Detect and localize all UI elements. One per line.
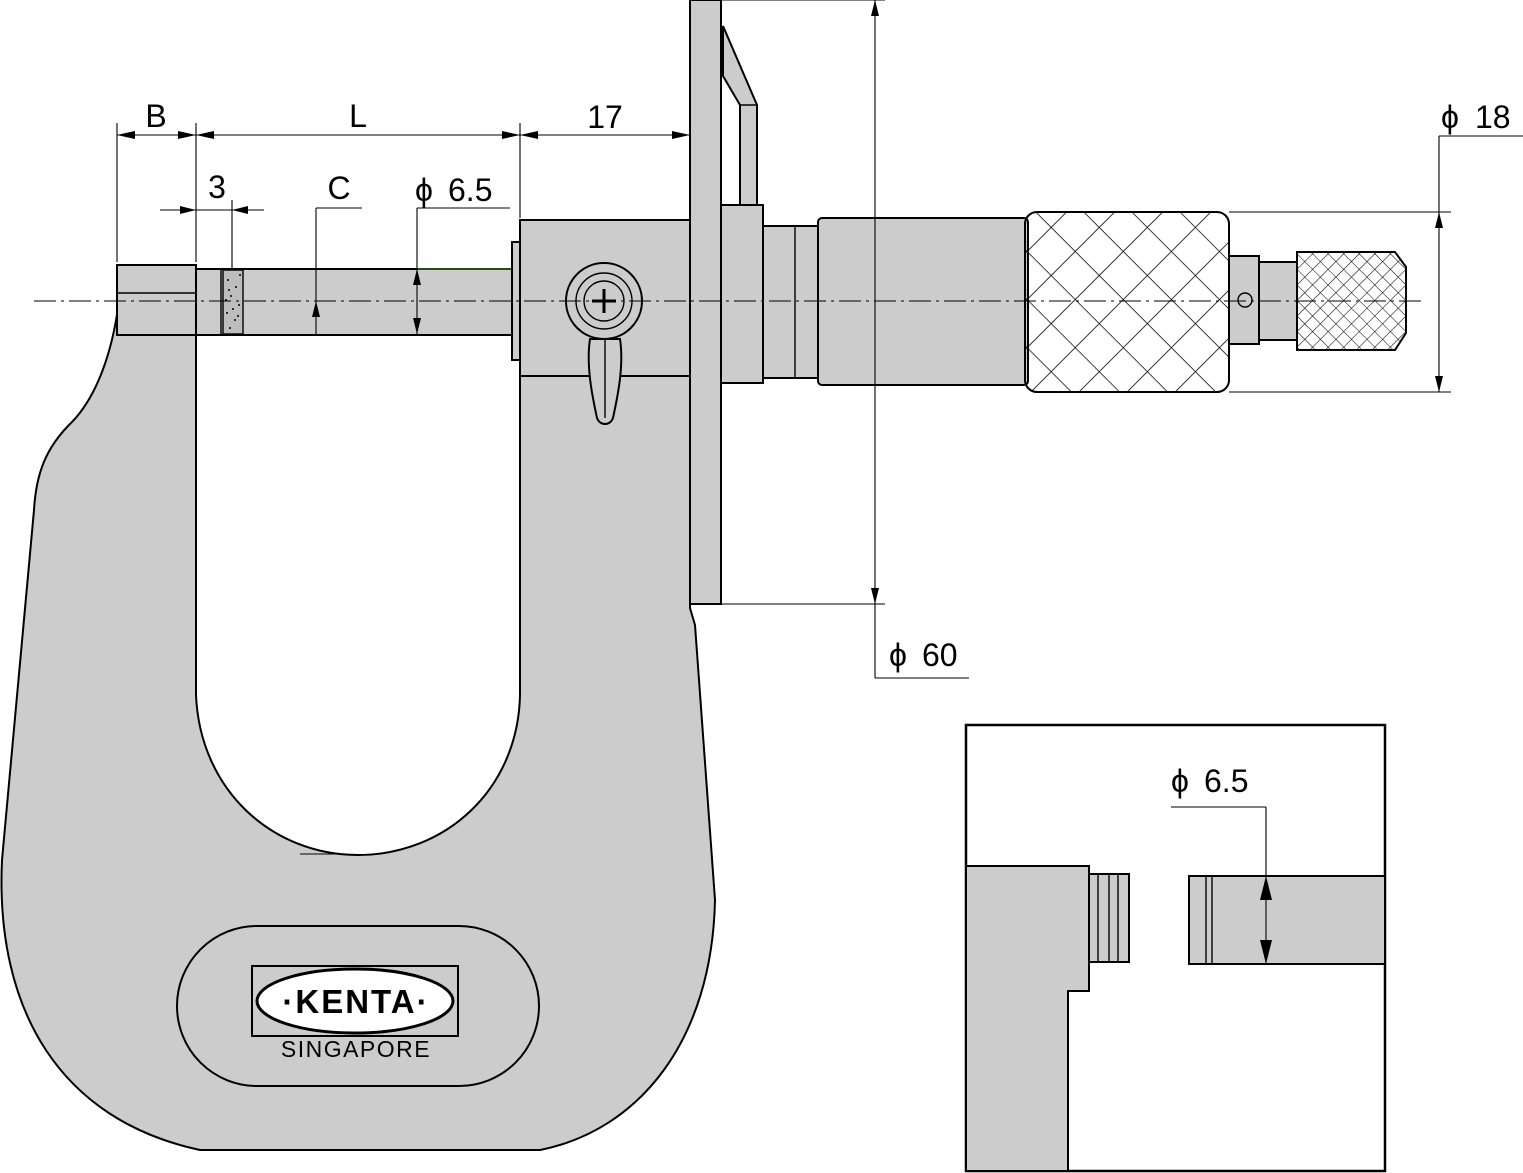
detail-anvil-body (965, 865, 1090, 1172)
phi-dial: ϕ (889, 637, 907, 673)
ratchet-neck (1228, 255, 1260, 345)
label-dial-diameter: 60 (922, 637, 958, 673)
logo-box (251, 965, 459, 1037)
detail-spindle (1188, 875, 1386, 965)
logo-brand: ·KENTA· (282, 983, 429, 1020)
dial-plate (689, 0, 722, 605)
label-detail-diameter: 6.5 (1204, 763, 1248, 799)
phi-anvil: ϕ (415, 172, 433, 208)
dial-collar (720, 204, 764, 384)
label-thimble-diameter: 18 (1475, 99, 1511, 135)
anvil (116, 264, 197, 336)
phi-thimble: ϕ (1441, 99, 1459, 135)
spindle-tip (222, 269, 244, 335)
ratchet-knob (1296, 251, 1407, 351)
phi-detail: ϕ (1171, 763, 1189, 799)
label-3: 3 (208, 169, 226, 205)
thimble-knurl (1024, 211, 1230, 393)
label-b: B (145, 98, 166, 134)
frame (0, 264, 717, 1151)
pointer-bracket (722, 25, 758, 206)
spindle-tip-texture (225, 274, 241, 329)
label-17: 17 (587, 99, 623, 135)
detail-view: ϕ 6.5 (964, 723, 1387, 1173)
label-c: C (327, 170, 350, 206)
logo-ellipse (255, 967, 455, 1035)
logo-country: SINGAPORE (281, 1036, 431, 1062)
sleeve (762, 225, 821, 379)
spindle (195, 268, 517, 336)
label-l: L (349, 98, 367, 134)
dimension-lines (116, 0, 1523, 855)
label-anvil-diameter: 6.5 (448, 172, 492, 208)
